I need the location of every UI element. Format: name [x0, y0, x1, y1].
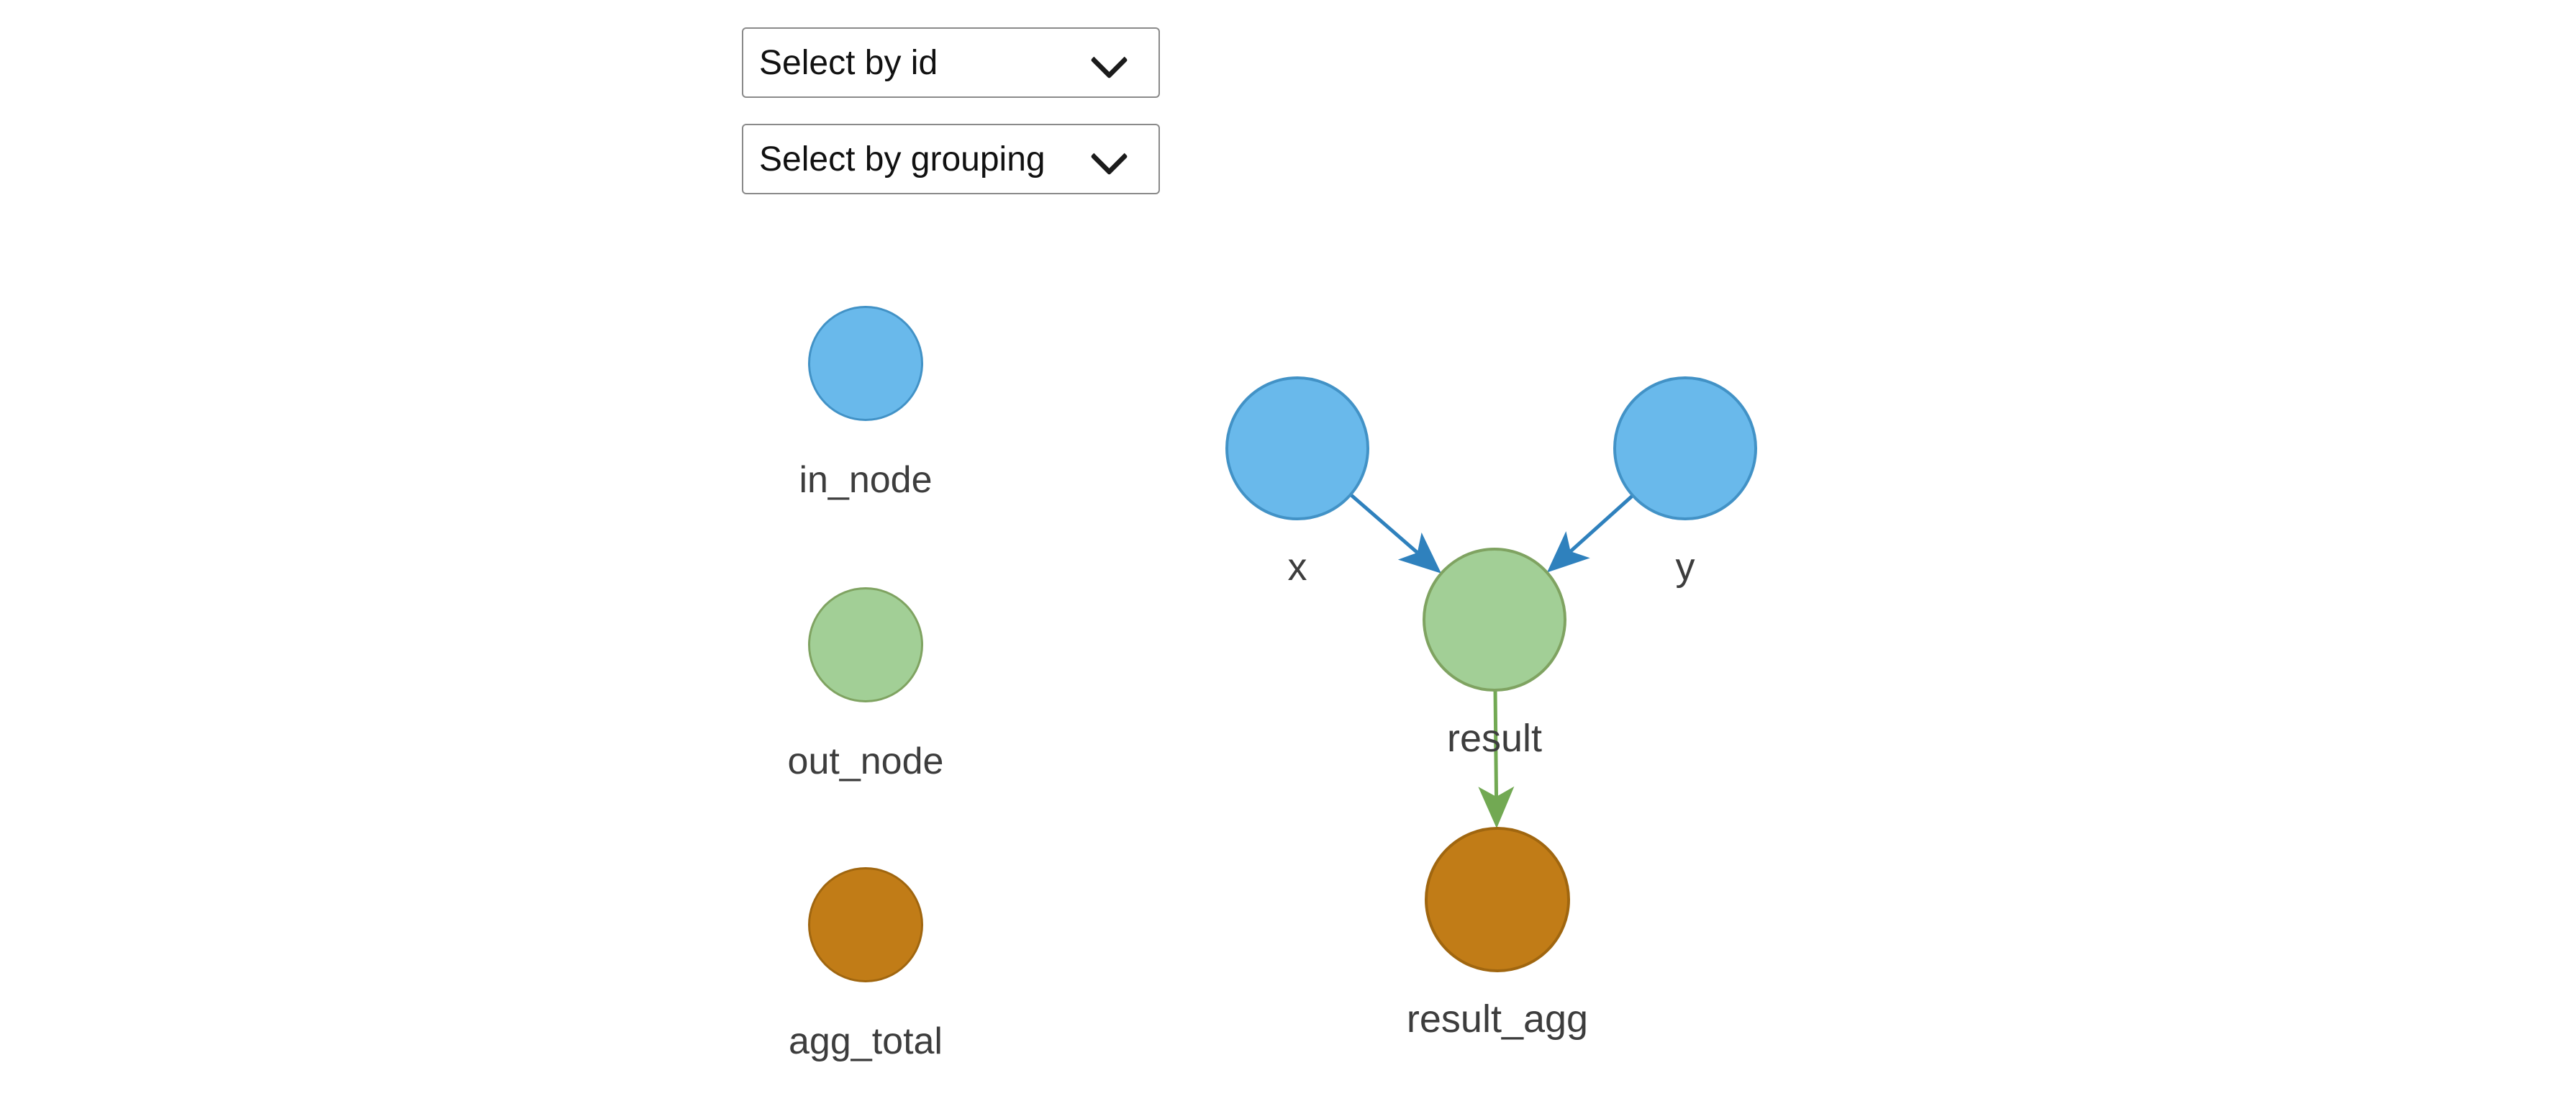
legend-label-out-node: out_node — [787, 741, 944, 782]
graph-edge-result-result_agg — [1493, 689, 1499, 797]
select-by-id-wrapper: Select by id — [742, 27, 1160, 98]
graph-node-label-y: y — [1676, 546, 1695, 589]
graph-node-label-result: result — [1447, 717, 1542, 760]
legend-item-out-node: out_node — [722, 587, 1010, 783]
graph-node-result[interactable] — [1423, 548, 1566, 692]
legend-item-in-node: in_node — [722, 306, 1010, 502]
graph-edge-y-result — [1569, 494, 1634, 553]
select-by-grouping-dropdown[interactable]: Select by grouping — [742, 124, 1160, 194]
legend-circle-in-node — [808, 306, 923, 421]
select-by-id-dropdown[interactable]: Select by id — [742, 27, 1160, 98]
graph-arrowhead-y-result — [1546, 531, 1590, 573]
graph-arrowhead-x-result — [1397, 532, 1442, 574]
graph-edge-x-result — [1349, 493, 1419, 554]
legend-circle-agg-total — [808, 867, 923, 982]
graph-node-label-x: x — [1288, 546, 1307, 589]
legend-label-in-node: in_node — [799, 459, 933, 501]
legend-circle-out-node — [808, 587, 923, 702]
graph-arrowhead-result-result_agg — [1478, 786, 1515, 829]
graph-node-label-result_agg: result_agg — [1407, 997, 1588, 1041]
select-by-grouping-wrapper: Select by grouping — [742, 124, 1160, 194]
graph-node-result_agg[interactable] — [1425, 827, 1570, 972]
legend-label-agg-total: agg_total — [789, 1020, 943, 1062]
graph-node-x[interactable] — [1225, 376, 1369, 520]
graph-node-y[interactable] — [1613, 376, 1757, 520]
legend-item-agg-total: agg_total — [722, 867, 1010, 1063]
